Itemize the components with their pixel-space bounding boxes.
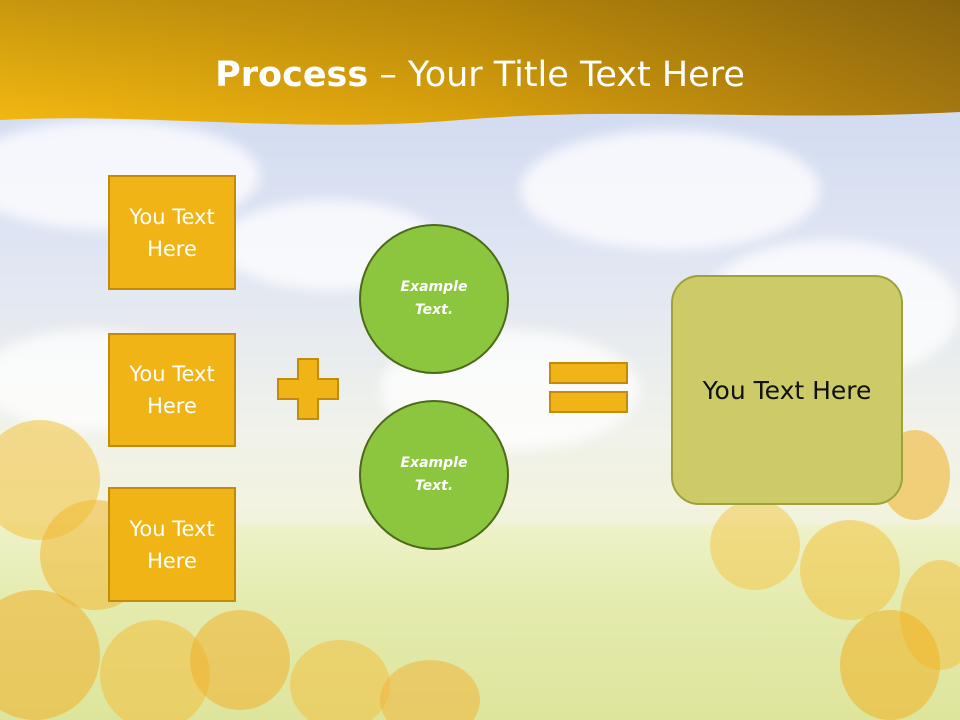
flower xyxy=(380,660,480,720)
title-text: – Your Title Text Here xyxy=(368,55,745,95)
flower xyxy=(290,640,390,720)
equals-icon xyxy=(549,362,628,413)
cloud xyxy=(520,130,820,250)
text-box-label: You Text Here xyxy=(129,204,215,261)
text-box-3: You Text Here xyxy=(108,487,236,602)
result-box: You Text Here xyxy=(671,275,903,505)
flower xyxy=(0,590,100,720)
text-box-1: You Text Here xyxy=(108,175,236,290)
text-box-label: You Text Here xyxy=(129,516,215,573)
circle-label: Example Text. xyxy=(400,279,468,318)
flower xyxy=(190,610,290,710)
flower xyxy=(840,610,940,720)
example-circle-2: Example Text. xyxy=(359,400,509,550)
text-box-label: You Text Here xyxy=(129,362,215,418)
circle-label: Example Text. xyxy=(400,455,468,494)
plus-icon xyxy=(277,358,339,420)
title-bold: Process xyxy=(215,55,369,95)
title-banner xyxy=(0,0,960,125)
page-title: Process – Your Title Text Here xyxy=(0,52,960,98)
result-label: You Text Here xyxy=(702,375,872,405)
example-circle-1: Example Text. xyxy=(359,224,509,374)
flower xyxy=(800,520,900,620)
flower xyxy=(710,500,800,590)
text-box-2: You Text Here xyxy=(108,333,236,447)
